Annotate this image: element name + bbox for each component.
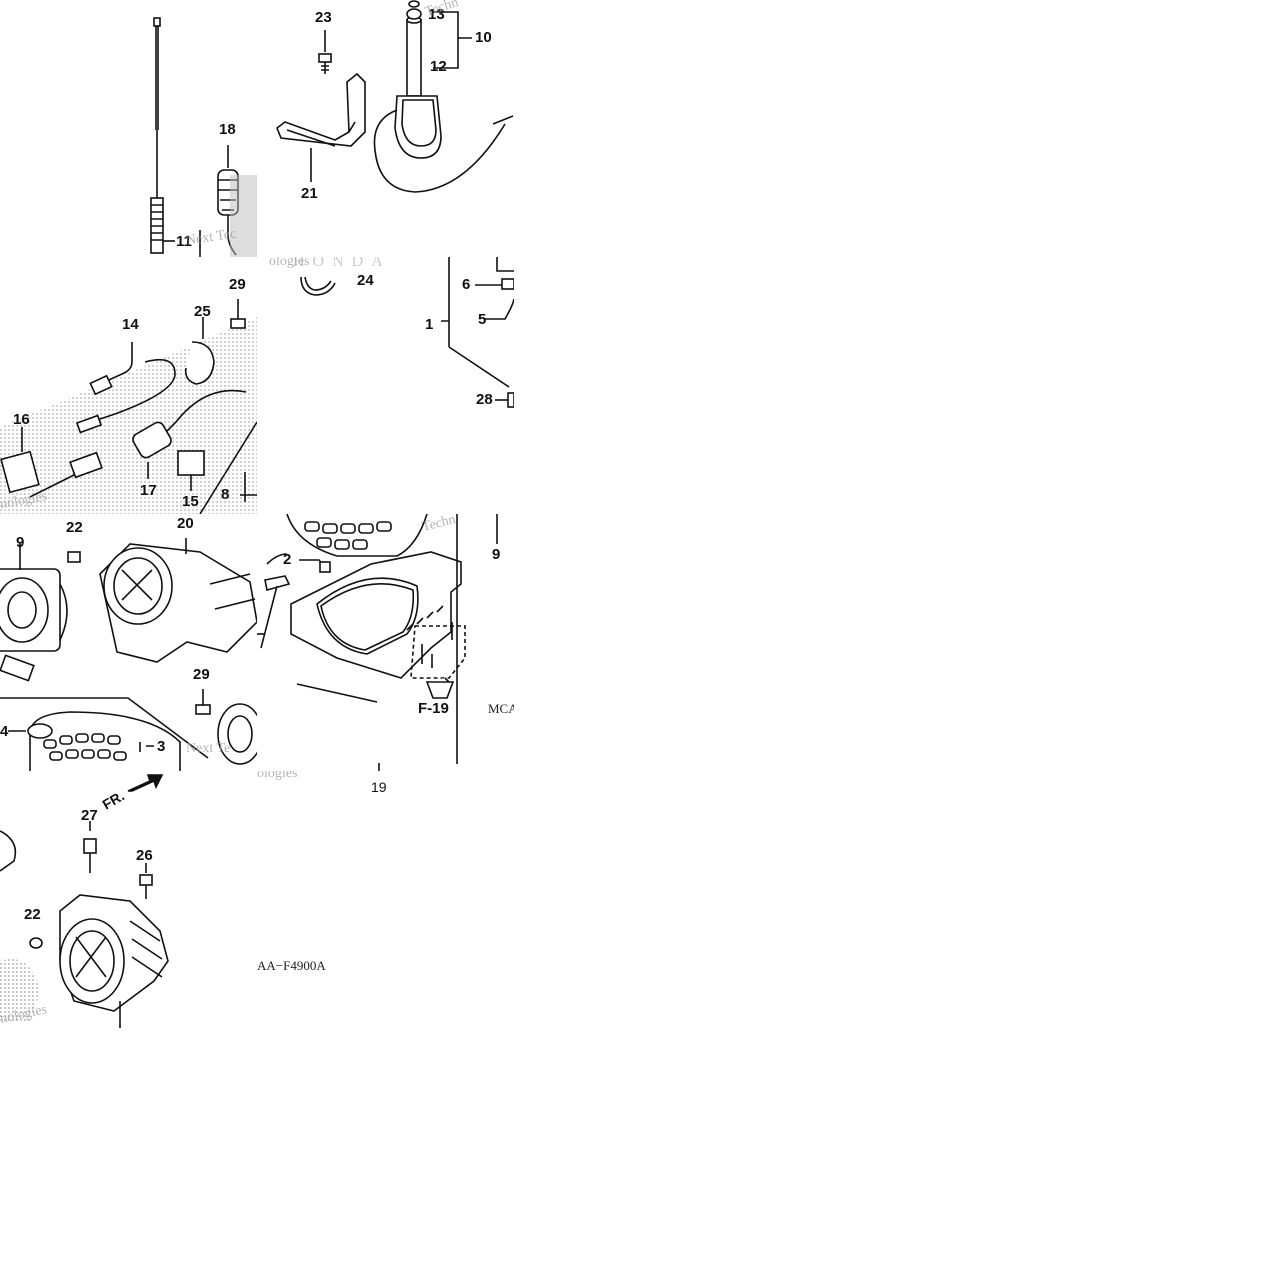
callout-1: 1 [425, 316, 434, 333]
callout-17: 17 [140, 482, 157, 499]
callout-15: 15 [182, 493, 199, 510]
callout-22b: 22 [24, 906, 41, 923]
wiring-drawing [0, 299, 257, 514]
watermark-text: ologies [269, 257, 310, 269]
callout-19: 19 [371, 779, 387, 795]
callout-29: 29 [229, 276, 246, 293]
tile-antenna-mount: 23 21 13 12 10 Techn [257, 0, 514, 257]
callout-21: 21 [301, 185, 318, 202]
callout-5: 5 [478, 311, 487, 328]
diagram-code-bottom: AA−F4900A [257, 958, 326, 973]
watermark-text: HONDA [293, 257, 391, 270]
tile-antenna: 11 18 Next Tec [0, 0, 257, 257]
unit-leaders-drawing [300, 257, 514, 408]
callout-11: 11 [176, 233, 192, 250]
tile-main-unit: 2 9 F-19 MCA Techn [257, 514, 514, 771]
speakers-drawing [0, 538, 257, 771]
callout-29b: 29 [193, 666, 210, 683]
callout-8: 8 [221, 486, 230, 503]
callout-9b: 9 [492, 546, 501, 563]
watermark-text: ologies [257, 771, 298, 781]
callout-6: 6 [462, 276, 471, 293]
callout-12: 12 [430, 58, 447, 75]
callout-25: 25 [194, 303, 211, 320]
callout-26: 26 [136, 847, 153, 864]
callout-13: 13 [428, 6, 445, 23]
callout-10: 10 [475, 29, 492, 46]
tile-unit-leaders: 24 6 1 5 28 HONDA ologies [257, 257, 514, 514]
reference-f19: F-19 [418, 700, 449, 717]
callout-9: 9 [16, 534, 25, 551]
callout-14: 14 [122, 316, 139, 333]
tile-caption: 19 AA−F4900A ologies [257, 771, 514, 1028]
callout-27: 27 [81, 807, 98, 824]
watermark-text: Next Te [186, 741, 231, 756]
callout-24: 24 [357, 272, 374, 289]
antenna-drawing [150, 17, 257, 257]
callout-2: 2 [283, 551, 292, 568]
callout-22: 22 [66, 519, 83, 536]
diagram-code-right: MCA [488, 701, 514, 716]
callout-3: 3 [157, 738, 166, 755]
tile-rear-speaker: FR. 27 26 22 nologies [0, 771, 257, 1028]
callout-16: 16 [13, 411, 30, 428]
rear-speaker-drawing [0, 774, 169, 1028]
main-unit-drawing [257, 514, 498, 771]
tile-wiring: 14 25 29 16 17 15 8 nologies [0, 257, 257, 514]
tile-speakers: 9 22 20 29 4 3 Next Te [0, 514, 257, 771]
callout-23: 23 [315, 9, 332, 26]
antenna-mount-drawing [276, 0, 514, 193]
callout-18: 18 [219, 121, 236, 138]
callout-20: 20 [177, 515, 194, 532]
callout-4: 4 [0, 723, 9, 740]
callout-28: 28 [476, 391, 493, 408]
